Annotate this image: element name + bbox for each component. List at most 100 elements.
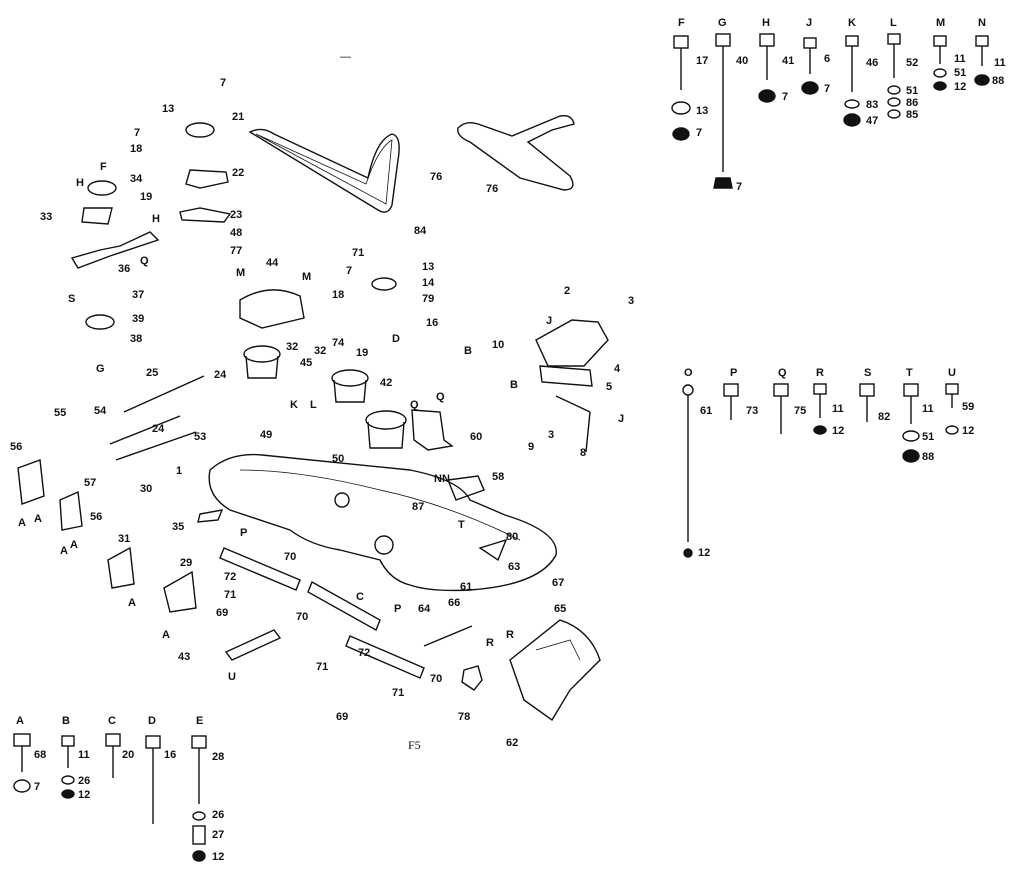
callout: 31 bbox=[118, 533, 131, 545]
callout: 38 bbox=[130, 333, 143, 345]
bolt-a bbox=[13, 733, 31, 793]
callout: 71 bbox=[316, 661, 329, 673]
bracket-5 bbox=[539, 365, 593, 387]
callout: 19 bbox=[140, 191, 153, 203]
hw-letter-n: N bbox=[978, 17, 986, 29]
hw-letter-l: L bbox=[890, 17, 897, 29]
callout: 37 bbox=[132, 289, 145, 301]
ref-letter: A bbox=[34, 513, 42, 525]
callout: 21 bbox=[232, 111, 245, 123]
belt-guard-44 bbox=[239, 289, 305, 329]
bolt-j bbox=[801, 37, 819, 95]
ref-letter: B bbox=[464, 345, 472, 357]
ref-letter: R bbox=[506, 629, 514, 641]
callout: 62 bbox=[506, 737, 519, 749]
pulley-14 bbox=[371, 277, 397, 291]
hw-b-part-2: 26 bbox=[78, 775, 91, 787]
rod-30 bbox=[115, 431, 197, 461]
bolt-n bbox=[974, 35, 990, 86]
ref-letter: Q bbox=[410, 399, 419, 411]
bolt-c bbox=[105, 733, 121, 778]
ref-letter: Q bbox=[140, 255, 149, 267]
ref-letter: D bbox=[392, 333, 400, 345]
callout: 33 bbox=[40, 211, 53, 223]
bolt-o-61 bbox=[682, 384, 694, 558]
callout: 4 bbox=[614, 363, 621, 375]
ref-letter: M bbox=[302, 271, 312, 283]
ref-letter: M bbox=[236, 267, 246, 279]
callout: 61 bbox=[460, 581, 473, 593]
callout: 36 bbox=[118, 263, 131, 275]
hw-letter-p: P bbox=[730, 367, 738, 379]
callout: 56 bbox=[10, 441, 23, 453]
ref-letter: Q bbox=[436, 391, 445, 403]
part-78 bbox=[461, 665, 483, 691]
blade-70-right bbox=[345, 635, 425, 679]
hw-o-part-1: 61 bbox=[700, 405, 713, 417]
callout: 48 bbox=[230, 227, 243, 239]
hw-a-part-1: 68 bbox=[34, 749, 47, 761]
hw-n-part-2: 88 bbox=[992, 75, 1005, 87]
discharge-shield-62 bbox=[509, 619, 601, 722]
hw-m-part-1: 11 bbox=[954, 53, 966, 65]
callout: 22 bbox=[232, 167, 245, 179]
hw-e-part-3: 27 bbox=[212, 829, 225, 841]
hw-a-part-2: 7 bbox=[34, 781, 41, 793]
hw-s-part-1: 82 bbox=[878, 411, 891, 423]
hw-t-part-1: 11 bbox=[922, 403, 934, 415]
rod-8 bbox=[555, 395, 591, 413]
callout: 16 bbox=[426, 317, 439, 329]
ref-letter: U bbox=[228, 671, 236, 683]
hw-k-part-1: 46 bbox=[866, 57, 879, 69]
hw-j-part-2: 7 bbox=[824, 83, 831, 95]
bracket-56-left bbox=[17, 459, 45, 505]
spindle-32-left bbox=[243, 345, 281, 379]
hw-k-part-3: 47 bbox=[866, 115, 879, 127]
hw-e-part-4: 12 bbox=[212, 851, 225, 863]
callout: 65 bbox=[554, 603, 567, 615]
callout: 32 bbox=[314, 345, 327, 357]
ref-letter: L bbox=[310, 399, 317, 411]
bolt-r bbox=[813, 383, 827, 435]
hw-letter-u: U bbox=[948, 367, 956, 379]
blade-70-left bbox=[219, 547, 301, 591]
callout: 80 bbox=[506, 531, 519, 543]
bolt-d bbox=[145, 735, 161, 824]
top-mark: — bbox=[340, 51, 351, 63]
callout: 7 bbox=[134, 127, 141, 139]
hw-b-part-1: 11 bbox=[78, 749, 90, 761]
bracket-23 bbox=[179, 207, 232, 223]
bracket-22 bbox=[185, 169, 229, 189]
callout: 57 bbox=[84, 477, 97, 489]
callout: 60 bbox=[470, 431, 483, 443]
ref-letter: A bbox=[18, 517, 26, 529]
callout: 71 bbox=[392, 687, 405, 699]
hw-e-part-2: 26 bbox=[212, 809, 225, 821]
hw-letter-g: G bbox=[718, 17, 727, 29]
bolt-h bbox=[758, 33, 776, 103]
ref-letter: S bbox=[68, 293, 76, 305]
callout: 84 bbox=[414, 225, 427, 237]
callout: 7 bbox=[346, 265, 353, 277]
hw-j-part-1: 6 bbox=[824, 53, 831, 65]
callout: 18 bbox=[130, 143, 143, 155]
spindle-42 bbox=[365, 410, 407, 449]
bracket-31 bbox=[107, 546, 135, 589]
hw-letter-h: H bbox=[762, 17, 770, 29]
pulley-34 bbox=[87, 180, 117, 196]
callout: 7 bbox=[220, 77, 227, 89]
callout: 49 bbox=[260, 429, 273, 441]
callout: 34 bbox=[130, 173, 143, 185]
callout: 54 bbox=[94, 405, 107, 417]
bolt-b bbox=[61, 735, 75, 799]
ref-letter: G bbox=[96, 363, 105, 375]
hw-u-part-2: 12 bbox=[962, 425, 975, 437]
ref-letter: H bbox=[76, 177, 84, 189]
bolt-l bbox=[887, 33, 901, 119]
part-35 bbox=[197, 509, 224, 523]
ref-letter: P bbox=[240, 527, 248, 539]
hw-m-part-2: 51 bbox=[954, 67, 967, 79]
belt-76-right bbox=[457, 114, 575, 191]
